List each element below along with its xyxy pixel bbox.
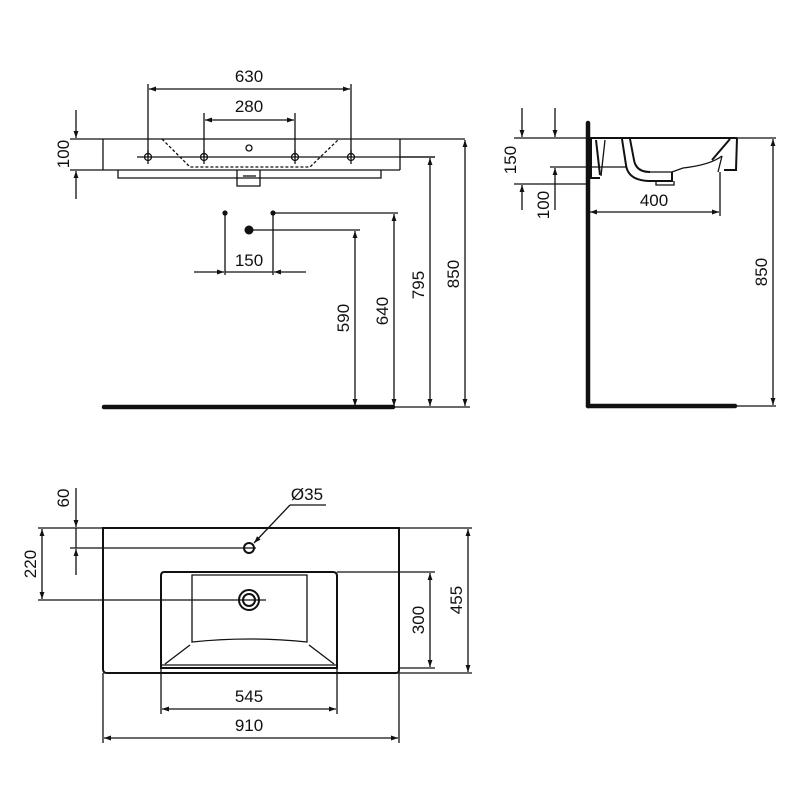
- front-view: 630 280 100: [54, 67, 470, 410]
- dim-640: 640: [373, 214, 397, 406]
- plan-bowl: [160, 571, 338, 669]
- svg-text:455: 455: [447, 586, 466, 614]
- dim-400: 400: [590, 172, 721, 216]
- side-view: 150 100 400 850: [501, 108, 776, 409]
- svg-text:300: 300: [409, 606, 428, 634]
- svg-text:545: 545: [235, 687, 263, 706]
- svg-text:150: 150: [235, 251, 263, 270]
- svg-text:60: 60: [54, 489, 73, 508]
- dim-280: 280: [203, 97, 296, 157]
- svg-text:Ø35: Ø35: [291, 485, 323, 504]
- svg-text:590: 590: [334, 304, 353, 332]
- dim-850-side: 850: [752, 139, 776, 405]
- dim-100-side: 100: [534, 108, 558, 219]
- supply-points: [222, 210, 398, 275]
- dim-630: 630: [147, 67, 352, 157]
- svg-text:150: 150: [501, 146, 520, 174]
- svg-text:630: 630: [235, 67, 263, 86]
- dim-795: 795: [400, 156, 435, 406]
- plan-view: Ø35 60 220 300 455: [21, 485, 472, 743]
- dim-545: 545: [160, 668, 338, 714]
- dim-diameter-35: Ø35: [253, 485, 326, 544]
- svg-text:100: 100: [54, 140, 73, 168]
- svg-text:100: 100: [534, 191, 553, 219]
- side-basin-profile: [589, 137, 738, 186]
- svg-text:795: 795: [409, 271, 428, 299]
- dim-300: 300: [337, 571, 435, 669]
- svg-text:850: 850: [752, 258, 771, 286]
- dim-455: 455: [447, 529, 471, 672]
- svg-text:280: 280: [235, 97, 263, 116]
- svg-text:850: 850: [444, 260, 463, 288]
- front-basin-outline: [102, 138, 465, 187]
- dim-910: 910: [102, 673, 400, 743]
- dim-220: 220: [21, 529, 266, 601]
- svg-text:910: 910: [235, 716, 263, 735]
- dim-150-side: 150: [501, 108, 525, 210]
- plan-outline: [102, 527, 400, 674]
- svg-text:640: 640: [373, 297, 392, 325]
- dim-100-front: 100: [54, 110, 103, 199]
- svg-text:400: 400: [640, 191, 668, 210]
- dim-590: 590: [334, 231, 358, 406]
- dim-60: 60: [54, 488, 256, 575]
- dim-150-supply: 150: [194, 251, 306, 275]
- dim-850-front: 850: [444, 140, 468, 406]
- svg-text:220: 220: [21, 550, 40, 578]
